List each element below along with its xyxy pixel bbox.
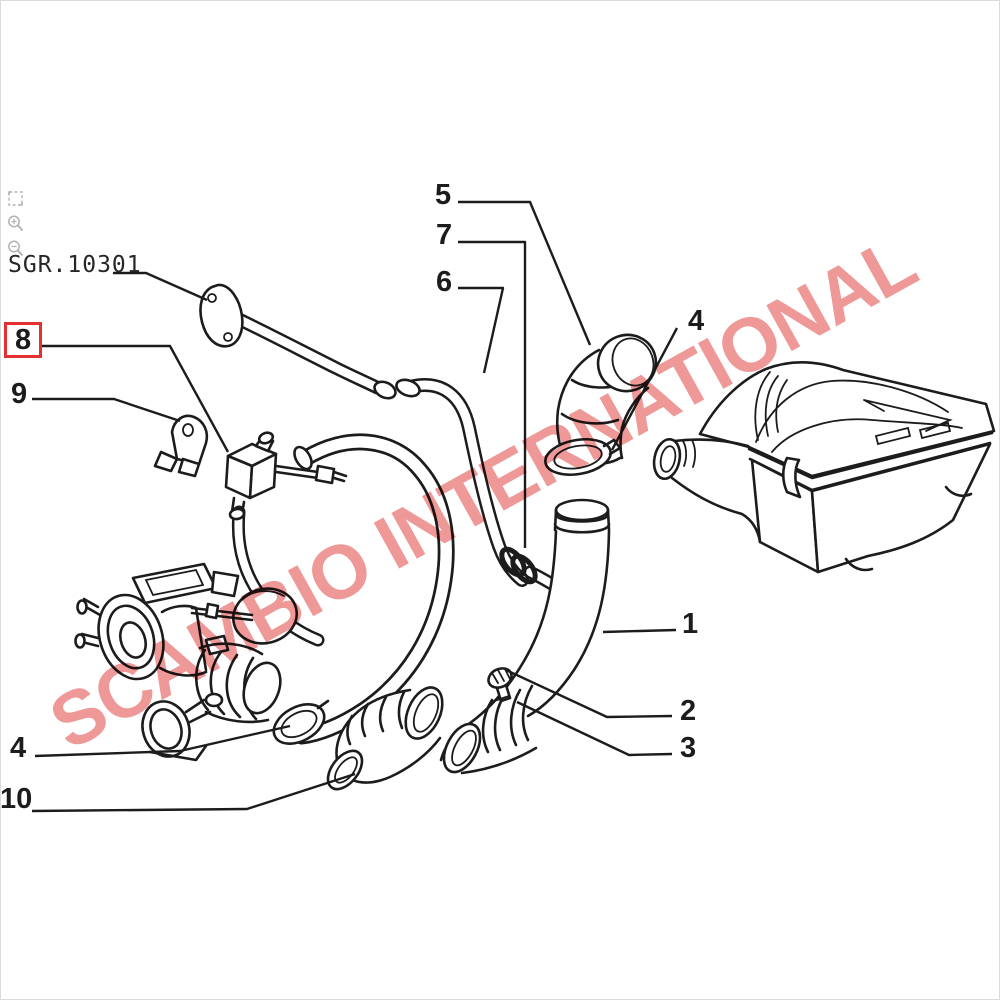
hose-clamp (499, 546, 538, 585)
clamp-ring-lower (272, 699, 330, 745)
part-callout-7[interactable]: 7 (436, 219, 453, 251)
corrugated-elbow-hose (326, 686, 444, 791)
mounting-bracket (153, 414, 209, 478)
solenoid-valve (224, 431, 348, 521)
leader-7 (458, 240, 527, 548)
leader-9 (32, 397, 181, 423)
clamp-screw (487, 667, 513, 703)
leader-5 (458, 200, 592, 346)
leader-sgr (113, 271, 208, 302)
leader-4-lower (34, 724, 291, 758)
main-intake-duct (439, 498, 611, 775)
part-callout-10[interactable]: 10 (0, 783, 33, 815)
zoom-in-icon[interactable] (6, 214, 26, 234)
leader-6 (458, 286, 505, 374)
part-callout-8-selected[interactable]: 8 (4, 322, 43, 358)
part-callout-6[interactable]: 6 (436, 266, 453, 298)
part-callout-4[interactable]: 4 (10, 732, 27, 764)
viewer-toolbar (6, 189, 26, 259)
leader-8 (42, 344, 230, 453)
part-callout-4[interactable]: 4 (688, 305, 705, 337)
leader-3 (516, 700, 673, 757)
intake-elbow (555, 333, 658, 466)
leader-10 (31, 772, 356, 813)
part-callout-5[interactable]: 5 (435, 179, 452, 211)
leader-2 (505, 668, 673, 719)
leader-4-upper (610, 327, 679, 451)
clamp-ring-upper (544, 438, 622, 476)
part-callout-3[interactable]: 3 (680, 732, 697, 764)
part-callout-1[interactable]: 1 (682, 608, 699, 640)
zoom-out-icon[interactable] (6, 239, 26, 259)
vacuum-pipe (199, 283, 397, 400)
upper-breather-hose (395, 378, 573, 600)
leader-1 (602, 628, 677, 634)
part-callout-9[interactable]: 9 (11, 378, 28, 410)
turbocharger-assembly (74, 562, 298, 762)
leader-lines (31, 200, 679, 813)
part-callout-2[interactable]: 2 (680, 695, 697, 727)
air-filter-housing (652, 361, 996, 574)
select-region-icon[interactable] (6, 189, 26, 209)
